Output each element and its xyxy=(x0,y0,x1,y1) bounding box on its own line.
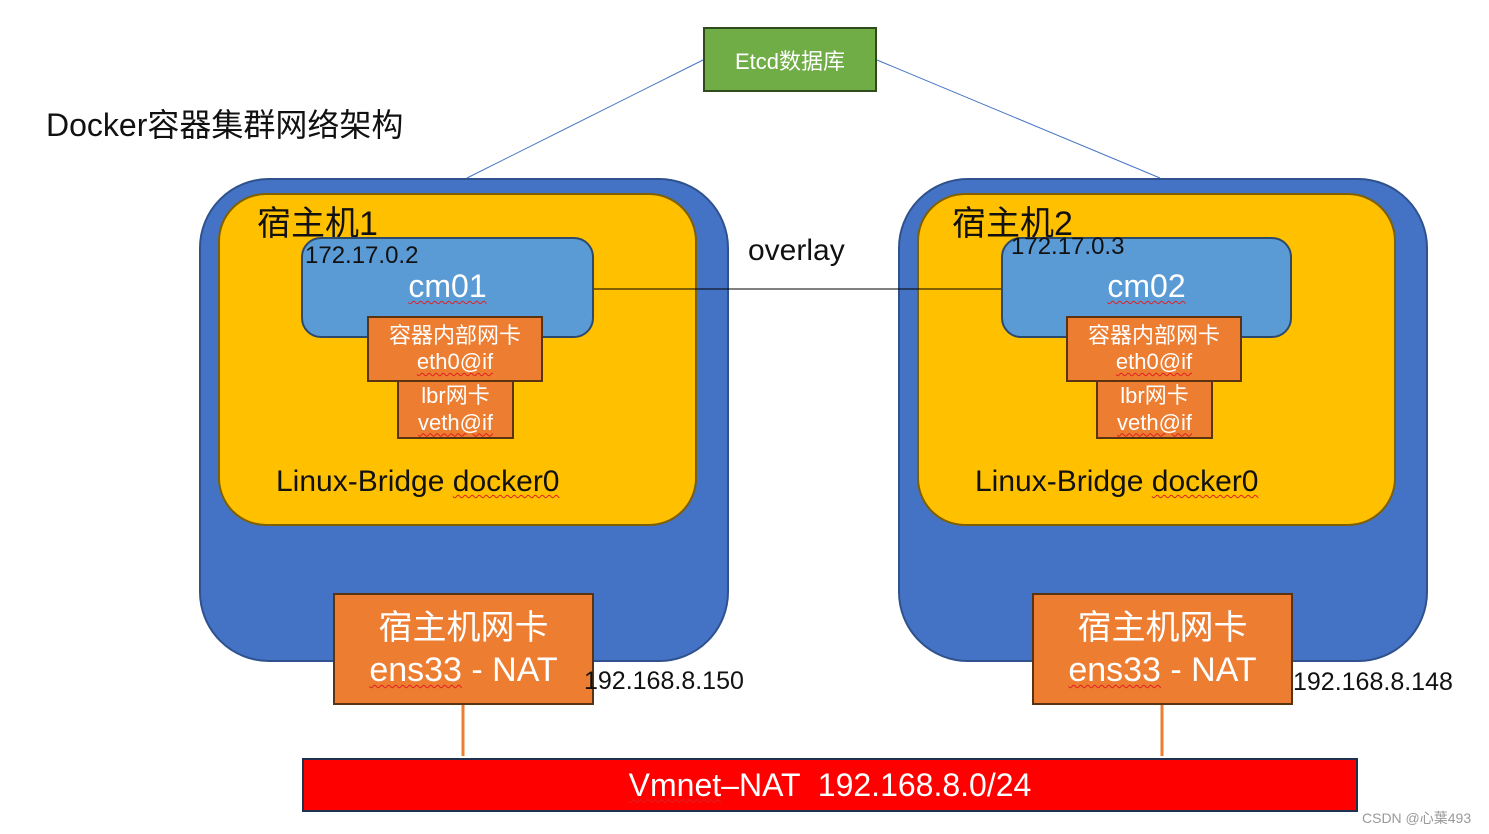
etcd-label: Etcd数据库 xyxy=(734,48,846,74)
overlay-label: overlay xyxy=(748,234,845,267)
host-1-container-nic[interactable]: 容器内部网卡 eth0@if xyxy=(367,316,543,382)
host-1-label: 宿主机1 xyxy=(257,205,378,243)
watermark: CSDN @心葉493 xyxy=(1362,810,1472,826)
nic-iface: veth@if xyxy=(418,409,493,435)
nic-iface: ens33 - NAT xyxy=(369,651,558,689)
nic-iface: eth0@if xyxy=(416,349,494,374)
host-2-ip: 192.168.8.148 xyxy=(1293,668,1453,696)
etcd-to-host1-line xyxy=(466,59,704,179)
nic-label: 宿主机网卡 xyxy=(1077,608,1248,647)
nic-label: 容器内部网卡 xyxy=(1087,322,1220,348)
nic-label: lbr网卡 xyxy=(1120,383,1189,409)
host-1-ip: 192.168.8.150 xyxy=(584,667,744,695)
host-2-bridge-label: Linux-Bridge docker0 xyxy=(975,465,1259,498)
vmnet-nat-network[interactable]: Vmnet–NAT 192.168.8.0/24 xyxy=(302,758,1358,812)
container-cm02-ip: 172.17.0.3 xyxy=(1011,233,1125,260)
nic-iface: eth0@if xyxy=(1115,349,1193,374)
host-1-bridge-label: Linux-Bridge docker0 xyxy=(276,465,560,498)
host-2-label: 宿主机2 xyxy=(952,205,1073,243)
nic-label: 容器内部网卡 xyxy=(388,322,521,348)
container-cm01-ip: 172.17.0.2 xyxy=(305,242,419,269)
nic-label: 宿主机网卡 xyxy=(378,608,549,647)
etcd-database-node[interactable]: Etcd数据库 xyxy=(703,27,877,92)
host-2-container-nic[interactable]: 容器内部网卡 eth0@if xyxy=(1066,316,1242,382)
vmnet-name: Vmnet xyxy=(628,766,722,803)
nic-iface: ens33 - NAT xyxy=(1068,651,1257,689)
host-1-veth-nic[interactable]: lbr网卡 veth@if xyxy=(397,380,514,439)
host-2-physical-nic[interactable]: 宿主机网卡 ens33 - NAT xyxy=(1032,593,1293,705)
etcd-to-host2-line xyxy=(876,59,1161,179)
nic-iface: veth@if xyxy=(1117,409,1192,435)
host-2-veth-nic[interactable]: lbr网卡 veth@if xyxy=(1096,380,1213,439)
container-cm02-name: cm02 xyxy=(1107,268,1186,304)
host-1-physical-nic[interactable]: 宿主机网卡 ens33 - NAT xyxy=(333,593,594,705)
nic-label: lbr网卡 xyxy=(421,383,490,409)
vmnet-subnet: –NAT 192.168.8.0/24 xyxy=(721,766,1032,803)
container-cm01-name: cm01 xyxy=(408,268,487,304)
diagram-title: Docker容器集群网络架构 xyxy=(46,107,404,143)
